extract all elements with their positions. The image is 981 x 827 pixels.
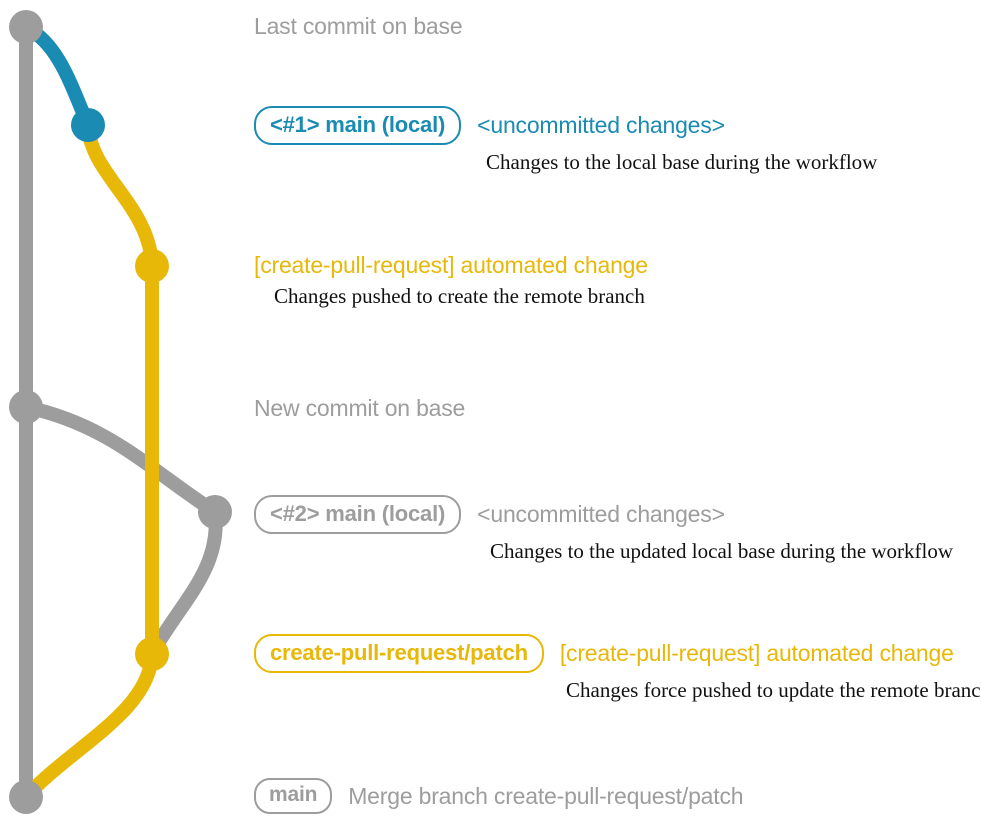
row-local-change-2: <#2> main (local) <uncommitted changes> …	[254, 495, 953, 564]
commit-message-remote-change-2: [create-pull-request] automated change	[559, 640, 954, 667]
commit-subtext-local-change-2: Changes to the updated local base during…	[490, 539, 954, 564]
row-last-commit-on-base: Last commit on base	[254, 13, 463, 40]
commit-node-base-merge-commit[interactable]	[9, 780, 43, 814]
commit-node-remote-commit-1[interactable]	[135, 249, 169, 283]
commit-message-local-change-2: <uncommitted changes>	[477, 501, 725, 528]
local1-to-remote1-line	[81, 118, 159, 273]
row-merge-commit: main Merge branch create-pull-request/pa…	[254, 778, 744, 815]
commit-message-merge-commit: Merge branch create-pull-request/patch	[348, 782, 744, 809]
branch-chip-main-local-2[interactable]: <#2> main (local)	[254, 495, 462, 535]
heading-last-commit-on-base: Last commit on base	[254, 13, 463, 39]
commit-node-base-new-commit[interactable]	[9, 390, 43, 424]
remote2-to-merge-line	[19, 647, 159, 804]
commit-node-local-commit-2[interactable]	[198, 495, 232, 529]
commit-node-base-last-commit[interactable]	[9, 10, 43, 44]
row-remote-change-1: [create-pull-request] automated change C…	[254, 252, 648, 309]
commit-message-local-change-1: <uncommitted changes>	[477, 112, 725, 139]
commit-subtext-remote-change-2: Changes force pushed to update the remot…	[566, 678, 981, 703]
branch-chip-create-pull-request-patch[interactable]: create-pull-request/patch	[254, 634, 544, 674]
branch-chip-main[interactable]: main	[254, 778, 333, 815]
row-new-commit-on-base: New commit on base	[254, 395, 465, 422]
commit-subtext-remote-change-1: Changes pushed to create the remote bran…	[274, 284, 645, 308]
commit-message-remote-change-1: [create-pull-request] automated change	[254, 252, 648, 278]
row-remote-change-2: create-pull-request/patch [create-pull-r…	[254, 634, 981, 703]
local2-to-remote2-line	[145, 505, 223, 661]
branch-chip-main-local-1[interactable]: <#1> main (local)	[254, 106, 462, 146]
base-to-local2-line	[19, 400, 222, 519]
commit-subtext-local-change-1: Changes to the local base during the wor…	[486, 150, 878, 175]
commit-node-remote-commit-2[interactable]	[135, 637, 169, 671]
commit-node-local-commit-1[interactable]	[71, 108, 105, 142]
heading-new-commit-on-base: New commit on base	[254, 395, 466, 421]
row-local-change-1: <#1> main (local) <uncommitted changes> …	[254, 106, 877, 175]
